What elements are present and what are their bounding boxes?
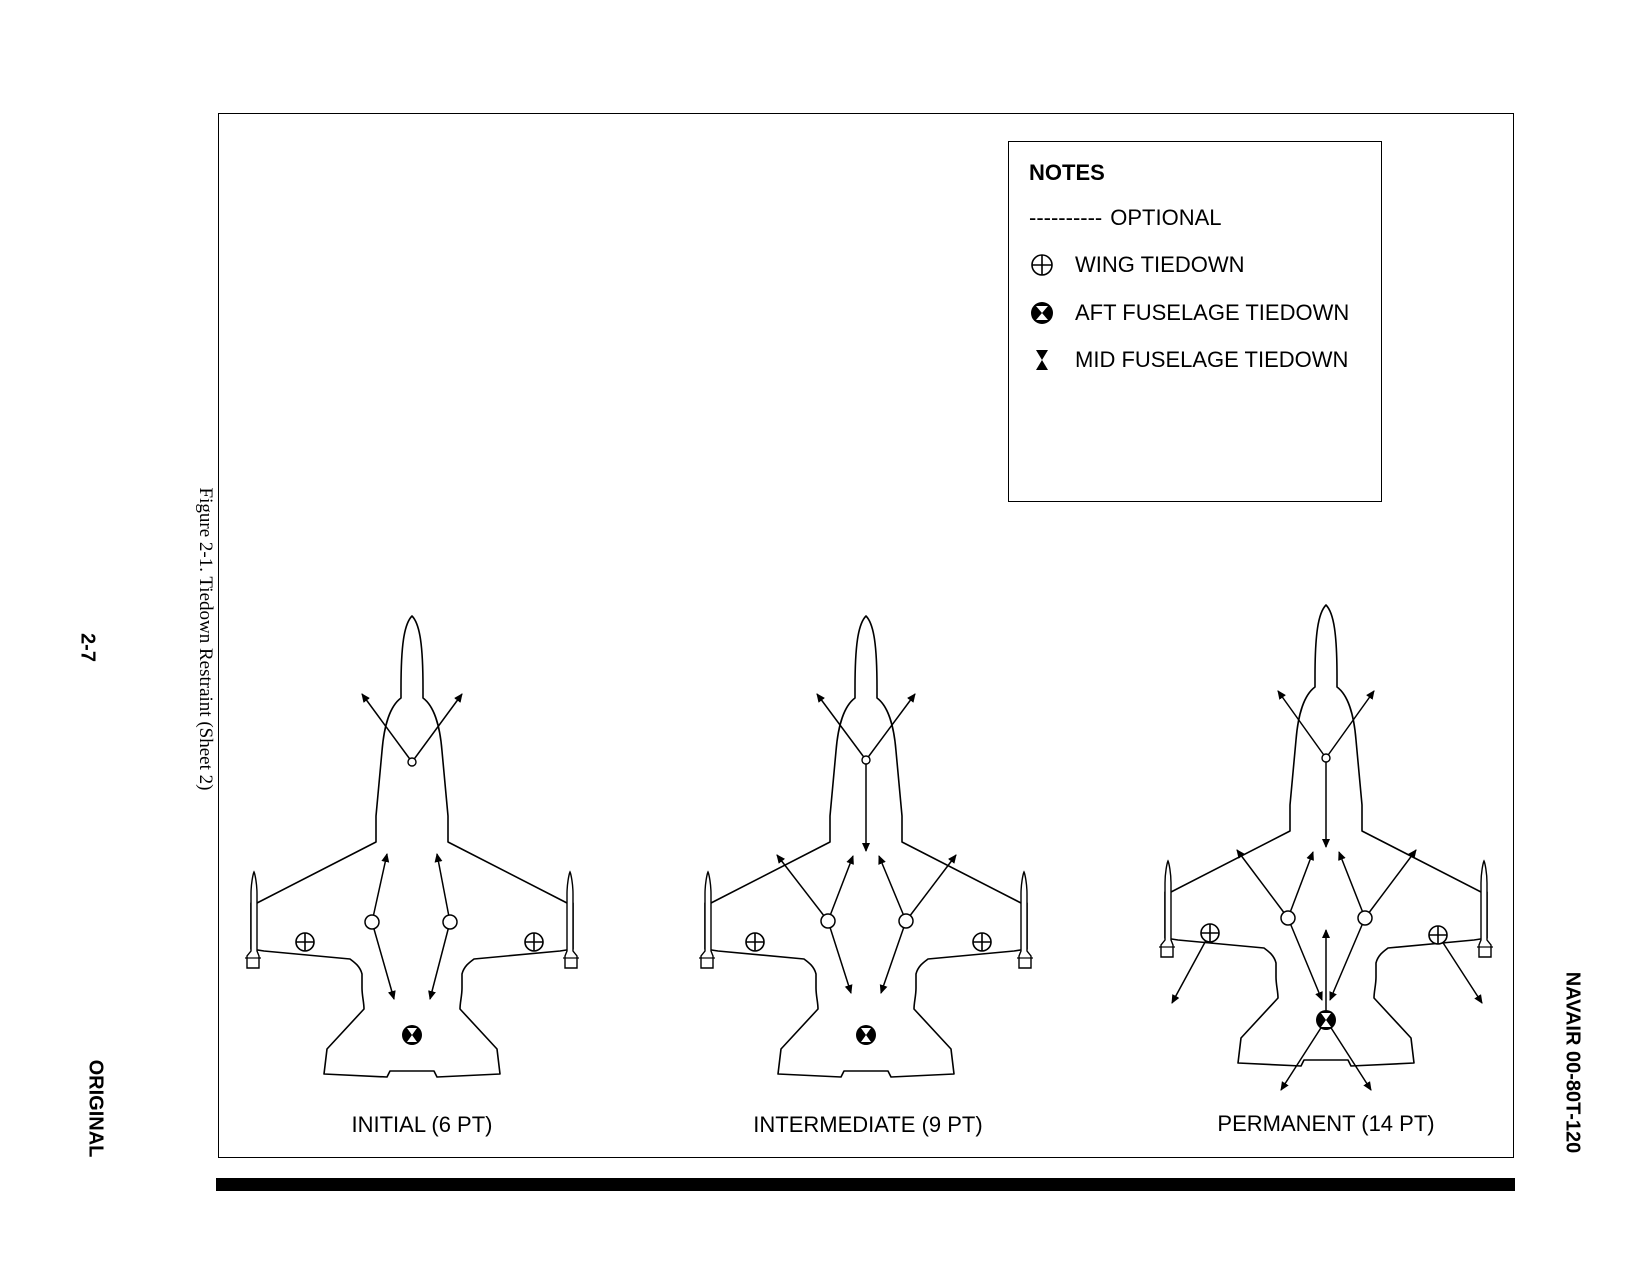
note-label: AFT FUSELAGE TIEDOWN <box>1075 300 1350 325</box>
note-mid-fuselage-tiedown: MID FUSELAGE TIEDOWN <box>1029 347 1348 373</box>
note-label: MID FUSELAGE TIEDOWN <box>1075 347 1349 372</box>
caption-intermediate: INTERMEDIATE (9 PT) <box>753 1112 983 1137</box>
caption-permanent: PERMANENT (14 PT) <box>1217 1111 1435 1136</box>
bottom-rule <box>216 1178 1515 1191</box>
wing-tiedown-icon <box>1031 254 1053 276</box>
caption-initial: INITIAL (6 PT) <box>351 1112 493 1137</box>
note-optional: ---------- OPTIONAL <box>1029 205 1222 231</box>
document-id: NAVAIR 00-80T-120 <box>1561 971 1584 1154</box>
figure-frame <box>218 113 1514 1158</box>
mid-fuselage-tiedown-icon <box>1036 350 1048 370</box>
note-aft-fuselage-tiedown: AFT FUSELAGE TIEDOWN <box>1029 300 1349 326</box>
note-label: OPTIONAL <box>1110 205 1222 230</box>
note-wing-tiedown: WING TIEDOWN <box>1029 252 1244 278</box>
figure-caption: Figure 2-1. Tiedown Restraint (Sheet 2) <box>195 487 216 791</box>
aft-fuselage-tiedown-icon <box>1031 302 1053 324</box>
notes-title: NOTES <box>1029 160 1105 185</box>
note-label: WING TIEDOWN <box>1075 252 1245 277</box>
notes-legend: NOTES ---------- OPTIONAL WING TIEDOWN A… <box>1008 141 1382 502</box>
document-status: ORIGINAL <box>84 1059 107 1158</box>
page-number: 2-7 <box>76 633 99 662</box>
dash-line-icon: ---------- <box>1029 205 1103 230</box>
